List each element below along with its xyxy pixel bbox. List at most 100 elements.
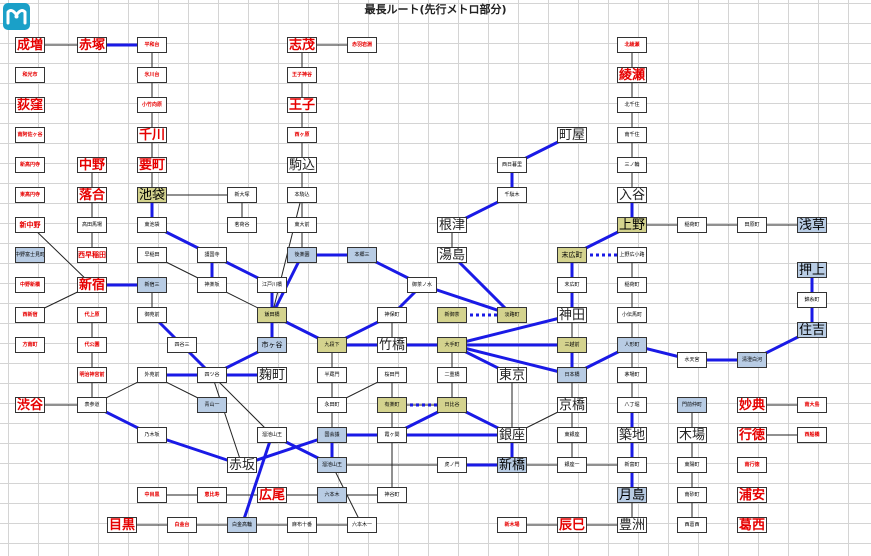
station-suitengumae: 水天宮 [677, 352, 707, 368]
station-shinkoenji: 新高円寺 [15, 157, 45, 173]
station-shinnakano: 新中野 [15, 217, 45, 233]
route-line-45 [240, 434, 274, 526]
station-nogizaka: 乃木坂 [137, 427, 167, 443]
station-higashiginza: 東銀座 [557, 427, 587, 443]
station-takadanobaba: 高田馬場 [77, 217, 107, 233]
station-akatsuka: 赤塚 [77, 37, 107, 53]
station-kitasenju: 北千住 [617, 97, 647, 113]
station-nishikasai2: 西葛西 [677, 517, 707, 533]
station-inaricho: 稲荷町 [677, 217, 707, 233]
station-tameikesanno2: 溜池山王 [317, 457, 347, 473]
station-honkomagome: 本駒込 [287, 187, 317, 203]
station-roppongiitchome: 六本木一 [347, 517, 377, 533]
station-nagatacho: 永田町 [317, 397, 347, 413]
station-nakano: 中野 [77, 157, 107, 173]
station-kanda: 神田 [557, 307, 587, 323]
station-meijijingumae: 明治神宮前 [77, 367, 107, 383]
station-sendagi: 千駄木 [497, 187, 527, 203]
station-ikebukuro: 池袋 [137, 187, 167, 203]
station-hikawadai: 氷川台 [137, 67, 167, 83]
station-urayasu: 浦安 [737, 487, 767, 503]
station-yoyogikoen: 代公園 [77, 337, 107, 353]
station-shimura: 志茂 [287, 37, 317, 53]
station-nijubashimae: 二重橋 [437, 367, 467, 383]
station-nezu: 根津 [437, 217, 467, 233]
station-kiba: 木場 [677, 427, 707, 443]
station-kodenmacho: 小伝馬町 [617, 307, 647, 323]
station-monzennakacho: 門前仲町 [677, 397, 707, 413]
station-kamiyacho: 神谷町 [377, 487, 407, 503]
station-machiya: 町屋 [557, 127, 587, 143]
station-higashiikebukuro: 東池袋 [137, 217, 167, 233]
station-sakuradamon: 桜田門 [377, 367, 407, 383]
station-korakuen: 後楽園 [287, 247, 317, 263]
station-kayabacho: 茅場町 [617, 367, 647, 383]
station-kotakemukaihara: 小竹向原 [137, 97, 167, 113]
station-shinotsuka: 新大塚 [227, 187, 257, 203]
station-yoyogiuehara: 代上原 [77, 307, 107, 323]
station-hiroo: 広尾 [257, 487, 287, 503]
station-nakameguro: 中目黒 [137, 487, 167, 503]
station-tatsumi: 辰巳 [557, 517, 587, 533]
station-senkawa: 千川 [137, 127, 167, 143]
station-tameikesanno: 溜池山王 [257, 427, 287, 443]
connection-line-94 [211, 374, 273, 436]
page-title: 最長ルート(先行メトロ部分) [364, 3, 507, 16]
station-gyoenmae: 御苑前 [137, 307, 167, 323]
station-tsukishima: 月島 [617, 487, 647, 503]
station-awajicho: 淡路町 [497, 307, 527, 323]
station-gyotoku: 行徳 [737, 427, 767, 443]
station-gaienmae: 外苑前 [137, 367, 167, 383]
station-takebashi: 竹橋 [377, 337, 407, 353]
station-ojikamiya: 王子神谷 [287, 67, 317, 83]
station-kitaayase: 北綾瀬 [617, 37, 647, 53]
station-tsukiji: 築地 [617, 427, 647, 443]
station-roppongi: 六本木 [317, 487, 347, 503]
station-minowa: 三ノ輪 [617, 157, 647, 173]
connection-line-102 [29, 224, 93, 286]
connection-line-93 [211, 374, 243, 466]
station-kyobashi: 京橋 [557, 397, 587, 413]
station-azabujuban: 麻布十番 [287, 517, 317, 533]
station-shirokanedai: 白金台 [167, 517, 197, 533]
station-suehirocho2: 末広町 [557, 277, 587, 293]
station-heiwadai: 平和台 [137, 37, 167, 53]
station-shinjukusanchome: 新宿三 [137, 277, 167, 293]
station-ebisu: 恵比寿 [197, 487, 227, 503]
station-meguro: 目黒 [107, 517, 137, 533]
station-ginzaitchome: 銀座一 [557, 457, 587, 473]
tokyo-metro-logo-icon [6, 9, 27, 25]
station-shibuya: 渋谷 [15, 397, 45, 413]
station-kanamecho: 要町 [137, 157, 167, 173]
station-narimasu: 成増 [15, 37, 45, 53]
station-minamisunamachi: 南砂町 [677, 487, 707, 503]
station-shirokanetakanawa: 白金高輪 [227, 517, 257, 533]
station-kagurazaka: 神楽坂 [197, 277, 227, 293]
station-myoden: 妙典 [737, 397, 767, 413]
station-myogadani: 茗荷谷 [227, 217, 257, 233]
route-line-15 [450, 253, 514, 317]
station-minamigyotoku2: 南行徳 [737, 457, 767, 473]
tokyo-metro-logo [3, 3, 30, 30]
station-nishikasai: 西船橋 [797, 427, 827, 443]
station-shintomicho: 新富町 [617, 457, 647, 473]
station-kojimachi: 麹町 [257, 367, 287, 383]
station-asakusa: 浅草 [797, 217, 827, 233]
station-akabane: 赤羽岩淵 [347, 37, 377, 53]
station-nihombashi: 日本橋 [557, 367, 587, 383]
station-higashikoenji: 東高円寺 [15, 187, 45, 203]
station-nishinippori: 西日暮里 [497, 157, 527, 173]
station-kokkaigijidomae: 国会議 [317, 427, 347, 443]
station-hanzomon: 半蔵門 [317, 367, 347, 383]
station-hatchobori: 八丁堀 [617, 397, 647, 413]
station-sumiyoshi: 住吉 [797, 322, 827, 338]
station-gokokuji: 護国寺 [197, 247, 227, 263]
station-iidabashi: 飯田橋 [257, 307, 287, 323]
station-kiyosumishirakawa: 清澄白河 [737, 352, 767, 368]
station-shinochanomizu: 新御茶 [437, 307, 467, 323]
station-oji: 王子 [287, 97, 317, 113]
station-nishigahara: 西ヶ原 [287, 127, 317, 143]
station-ayase: 綾瀬 [617, 67, 647, 83]
station-suehirocho: 末広町 [557, 247, 587, 263]
station-edogawabashi: 江戸川橋 [257, 277, 287, 293]
